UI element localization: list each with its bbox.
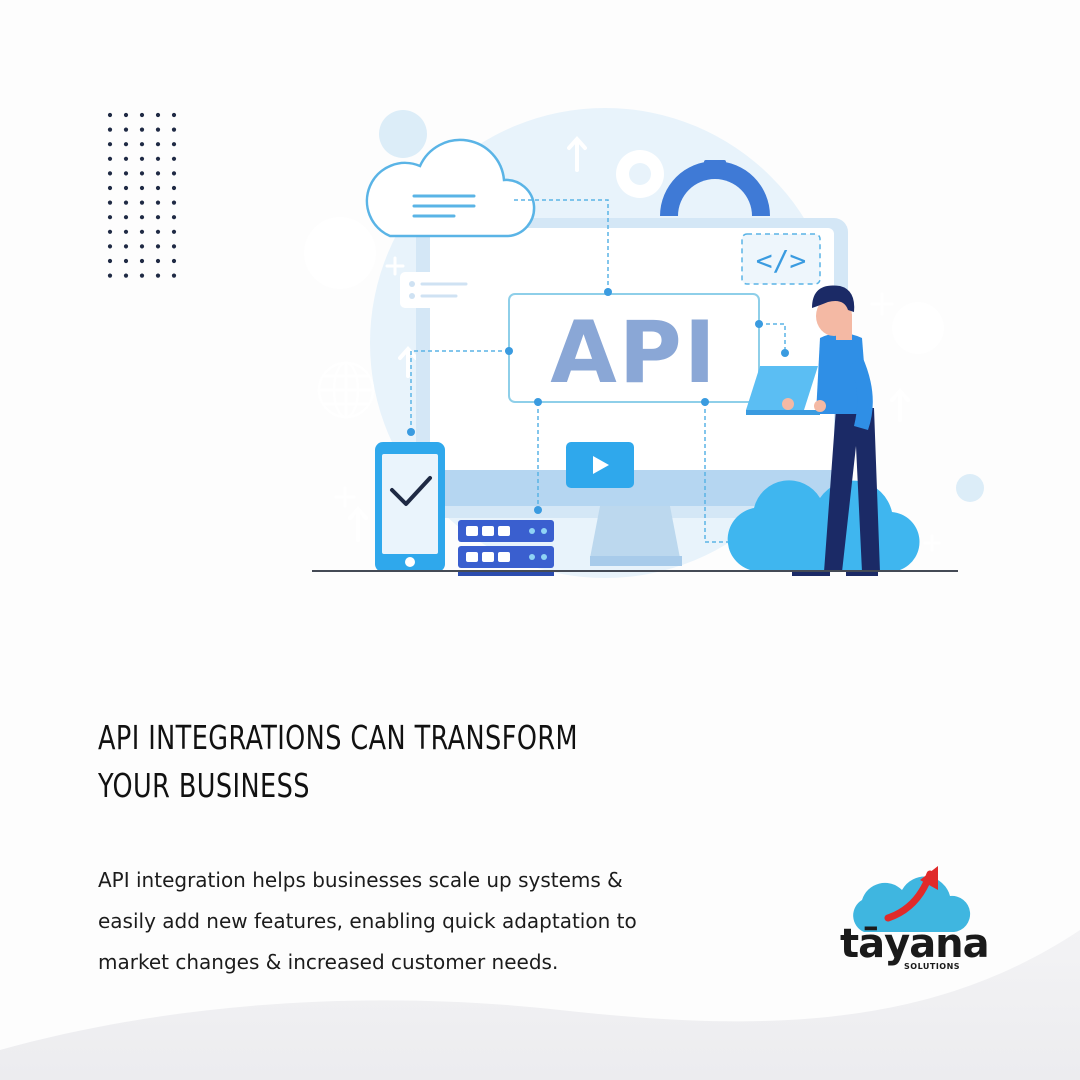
headline: API INTEGRATIONS CAN TRANSFORM YOUR BUSI… bbox=[98, 718, 578, 805]
brand-logo bbox=[853, 866, 971, 932]
server-icon bbox=[458, 520, 554, 576]
gear-icon bbox=[616, 150, 770, 216]
phone-icon bbox=[375, 442, 445, 572]
code-icon: </> bbox=[756, 244, 807, 277]
dot-grid-decoration bbox=[107, 112, 177, 278]
brand-tagline: SOLUTIONS bbox=[904, 962, 961, 971]
globe-icon bbox=[317, 361, 375, 419]
body-text: API integration helps businesses scale u… bbox=[98, 868, 637, 974]
brand-wordmark: tāyana bbox=[840, 921, 990, 967]
person-figure bbox=[746, 285, 880, 576]
api-label: API bbox=[550, 303, 718, 403]
api-illustration: API </> bbox=[304, 108, 984, 578]
cloud-icon bbox=[365, 138, 536, 238]
